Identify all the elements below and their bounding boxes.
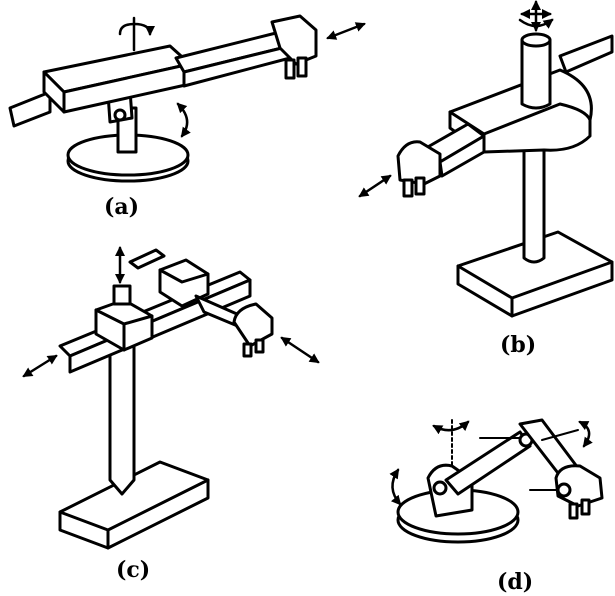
robot-a-head: [270, 14, 318, 66]
caption-a: (a): [104, 194, 140, 220]
robot-d-wrist-rotation: [578, 420, 593, 448]
robot-a-reach-arrow: [326, 22, 366, 40]
robot-a-pivot: [113, 108, 127, 122]
robot-b-finger-2: [414, 176, 426, 196]
robot-d: [389, 418, 604, 544]
robot-b-reach-arrow: [358, 174, 392, 198]
robot-c-gripper: [232, 302, 274, 348]
robot-c-knob: [112, 284, 132, 306]
robot-d-base-rotation: [432, 420, 470, 435]
robot-c-finger-1: [242, 342, 253, 358]
robot-b-column: [522, 148, 546, 264]
robot-c: [22, 246, 320, 550]
robot-c-right-arrow: [280, 336, 320, 364]
robot-c-column: [108, 334, 136, 496]
robot-d-forearm-axis: [541, 429, 579, 441]
robot-c-upper-rod: [128, 248, 166, 270]
robot-d-shoulder-joint: [432, 480, 448, 496]
robot-b-gripper: [396, 140, 442, 186]
robot-d-finger-2: [580, 498, 591, 516]
robot-d-finger-1: [568, 502, 579, 520]
robot-a: [8, 14, 366, 183]
robot-d-wrist-joint: [556, 482, 572, 498]
robot-b-top-cap: [520, 32, 552, 48]
robot-b-finger-1: [402, 178, 414, 198]
robot-b-rear-arm: [558, 34, 614, 74]
robot-b-base: [456, 230, 614, 318]
robot-a-rotation-arrow: [118, 22, 155, 36]
robot-d-upper-arm: [444, 430, 532, 496]
caption-c: (c): [116, 557, 151, 583]
robot-a-rear-rod: [8, 90, 52, 128]
robot-c-left-arrow: [22, 354, 58, 378]
robot-a-finger-2: [296, 56, 308, 78]
robot-b-rotation-arrow: [518, 18, 554, 29]
robot-b-carriage: [448, 68, 593, 154]
caption-d: (d): [497, 569, 534, 595]
robot-d-shoulder-rotation: [389, 468, 402, 506]
robot-b: [358, 0, 614, 318]
robot-c-finger-2: [254, 338, 265, 354]
caption-b: (b): [500, 332, 537, 358]
robot-a-finger-1: [284, 58, 296, 80]
robot-b-top-post: [520, 38, 552, 110]
robot-a-pitch-arrow: [176, 102, 191, 138]
